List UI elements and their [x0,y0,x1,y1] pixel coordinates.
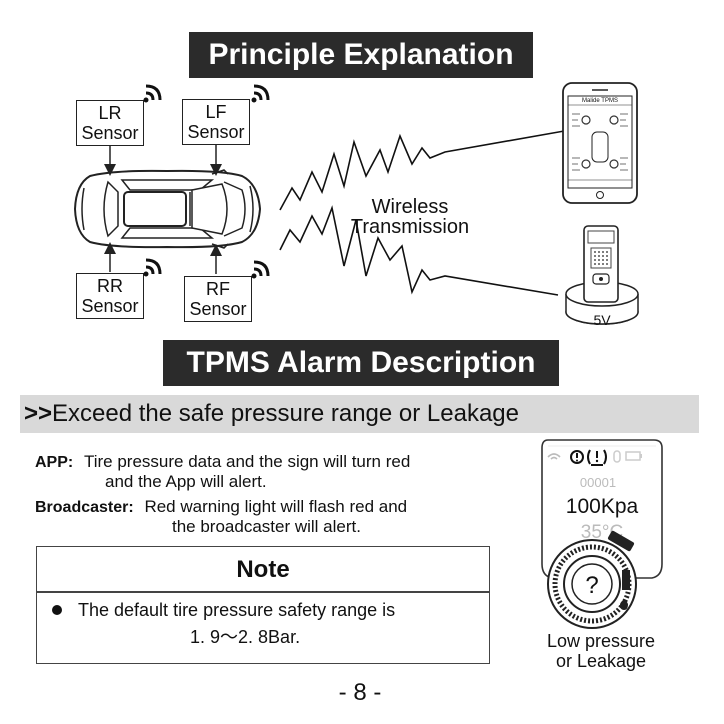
app-text-line1: Tire pressure data and the sign will tur… [83,452,411,471]
sensor-lr-code: LR [98,103,122,123]
alarm-subheading-bar [20,395,699,433]
device-sensor-id: 00001 [580,475,616,490]
sensor-lf: LF Sensor [182,99,250,145]
wireless-label: Wireless Transmission [340,197,480,237]
note-bullet [52,605,62,615]
sensor-lr-label: Sensor [81,123,139,143]
device-dial-symbol: ? [585,572,598,599]
signal-icon [251,84,270,103]
sensor-rr: RR Sensor [76,273,144,319]
subheading-prefix: >> [24,400,53,427]
sensor-arrows [104,143,222,274]
device-caption-line1: Low pressure [546,631,656,651]
car-illustration [73,169,262,249]
phone-illustration: Malide TPMS [562,82,638,204]
broadcaster-text-line1: Red warning light will flash red and [144,497,408,516]
phone-app-title: Malide TPMS [582,98,618,104]
broadcaster-description: Broadcaster: Red warning light will flas… [35,497,407,518]
broadcaster-charger: 5V [565,225,639,328]
wireless-waves [279,129,570,296]
page-number: - 8 - [338,679,382,706]
app-description: APP: Tire pressure data and the sign wil… [35,452,410,473]
broadcaster-text-line2: the broadcaster will alert. [172,517,361,536]
charger-voltage: 5V [593,312,611,328]
sensor-lf-code: LF [205,102,227,122]
app-text-line2: and the App will alert. [105,472,267,491]
wireless-line2: Transmission [350,216,470,238]
sensor-rf-code: RF [206,279,230,299]
note-divider [36,591,490,593]
broadcaster-label: Broadcaster: [35,499,134,516]
broadcaster-device: 00001 100Kpa 35°C ? [541,439,663,629]
wireless-line1: Wireless [371,196,449,218]
signal-icon [143,258,162,277]
note-box [36,546,490,664]
sensor-rf-label: Sensor [189,299,247,319]
sensor-lf-label: Sensor [187,122,245,142]
note-title: Note [236,556,290,583]
subheading-text: Exceed the safe pressure range or Leakag… [52,400,519,427]
principle-title: Principle Explanation [189,32,533,78]
app-label: APP: [35,454,74,471]
alarm-title: TPMS Alarm Description [163,340,559,386]
sensor-lr: LR Sensor [76,100,144,146]
sensor-rf: RF Sensor [184,276,252,322]
note-line1: The default tire pressure safety range i… [78,600,396,620]
note-line2: 1. 9～2. 8Bar. [190,627,301,647]
sensor-rr-label: Sensor [81,296,139,316]
signal-icon [143,84,162,103]
device-pressure: 100Kpa [566,495,639,518]
sensor-rr-code: RR [97,276,123,296]
device-caption: Low pressure or Leakage [528,631,674,671]
alarm-subheading: >>Exceed the safe pressure range or Leak… [24,399,519,429]
signal-icon [251,260,270,279]
device-caption-line2: or Leakage [555,651,647,671]
